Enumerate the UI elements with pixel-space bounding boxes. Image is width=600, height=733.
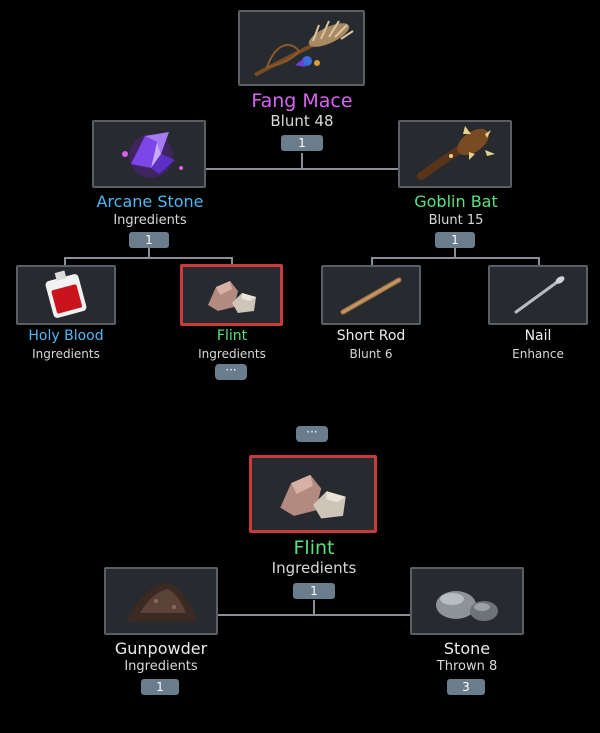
arcane-stone-qty-badge[interactable]: 1 <box>129 232 169 248</box>
expand-more-button[interactable]: ··· <box>296 426 328 442</box>
holy-blood-icon <box>45 270 87 318</box>
holy-blood-slot[interactable] <box>16 265 116 325</box>
nail-icon <box>514 276 565 314</box>
flint-more-button[interactable]: ··· <box>215 364 247 380</box>
flint-icon <box>280 474 346 519</box>
connector-line <box>64 257 232 259</box>
goblin-bat-qty-badge[interactable]: 1 <box>435 232 475 248</box>
arcane-stone-name: Arcane Stone <box>96 192 204 211</box>
short-rod-name: Short Rod <box>336 328 406 344</box>
stone-icon <box>436 591 498 621</box>
arcane-stone-slot[interactable] <box>92 120 206 188</box>
gunpowder-qty-badge[interactable]: 1 <box>141 679 179 695</box>
gunpowder-icon <box>126 583 198 621</box>
flint-detail-name: Flint <box>293 537 335 559</box>
goblin-bat-slot[interactable] <box>398 120 512 188</box>
flint-detail-qty-badge[interactable]: 1 <box>293 583 335 599</box>
connector-line <box>231 257 233 265</box>
flint-slot-selected[interactable] <box>180 264 283 326</box>
nail-sub: Enhance <box>512 347 564 361</box>
gunpowder-name: Gunpowder <box>114 639 208 658</box>
goblin-bat-name: Goblin Bat <box>414 192 498 211</box>
connector-line <box>538 257 540 265</box>
connector-line <box>64 257 66 265</box>
short-rod-slot[interactable] <box>321 265 421 325</box>
flint-sub: Ingredients <box>198 347 266 361</box>
fang-mace-icon <box>253 20 354 77</box>
fang-mace-qty-badge[interactable]: 1 <box>281 135 323 151</box>
stone-slot[interactable] <box>410 567 524 635</box>
connector-line <box>218 614 410 616</box>
connector-line <box>206 168 398 170</box>
stone-name: Stone <box>443 639 491 658</box>
arcane-stone-icon <box>122 132 183 178</box>
connector-line <box>313 600 315 615</box>
nail-slot[interactable] <box>488 265 588 325</box>
arcane-stone-sub: Ingredients <box>113 213 187 228</box>
nail-name: Nail <box>524 328 552 344</box>
fang-mace-name: Fang Mace <box>251 90 353 112</box>
fang-mace-sub: Blunt 48 <box>270 112 334 130</box>
connector-line <box>454 248 456 258</box>
flint-name: Flint <box>216 328 248 344</box>
goblin-bat-sub: Blunt 15 <box>428 213 484 228</box>
flint-detail-sub: Ingredients <box>271 559 357 577</box>
short-rod-icon <box>340 277 402 315</box>
fang-mace-slot[interactable] <box>238 10 365 86</box>
connector-line <box>301 153 303 169</box>
connector-line <box>148 248 150 258</box>
stone-sub: Thrown 8 <box>436 659 498 674</box>
holy-blood-sub: Ingredients <box>32 347 100 361</box>
stone-qty-badge[interactable]: 3 <box>447 679 485 695</box>
short-rod-sub: Blunt 6 <box>349 347 393 361</box>
flint-detail-slot[interactable] <box>249 455 377 533</box>
connector-line <box>371 257 539 259</box>
gunpowder-slot[interactable] <box>104 567 218 635</box>
holy-blood-name: Holy Blood <box>28 328 104 344</box>
goblin-bat-icon <box>417 126 495 180</box>
flint-icon <box>207 281 256 313</box>
gunpowder-sub: Ingredients <box>124 659 198 674</box>
connector-line <box>371 257 373 265</box>
